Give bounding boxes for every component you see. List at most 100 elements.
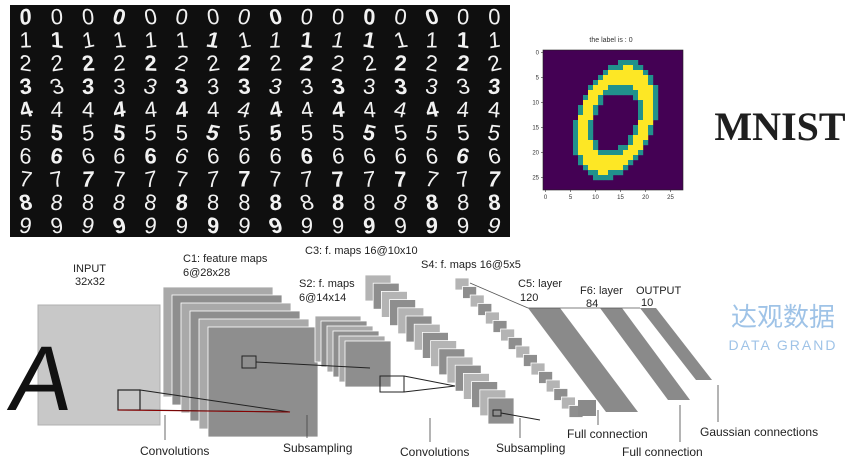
grid-digit: 4 xyxy=(206,97,220,122)
grid-digit: 8 xyxy=(111,190,128,216)
grid-digit: 8 xyxy=(17,189,35,215)
grid-digit: 6 xyxy=(361,143,378,169)
grid-digit: 4 xyxy=(331,96,347,122)
plot-pixel xyxy=(608,170,614,176)
plot-pixel xyxy=(603,85,609,91)
c1-label: C1: feature maps xyxy=(183,253,268,265)
op-full-connection-1: Full connection xyxy=(567,427,648,441)
grid-digit: 5 xyxy=(112,119,127,146)
plot-pixel xyxy=(588,125,594,131)
plot-pixel xyxy=(638,105,644,111)
s4-to-c5-link xyxy=(469,282,529,309)
grid-digit: 4 xyxy=(112,96,127,124)
plot-pixel xyxy=(638,140,644,146)
plot-pixel xyxy=(628,155,634,161)
plot-pixel xyxy=(598,85,604,91)
plot-pixel xyxy=(598,175,604,181)
grid-digit: 3 xyxy=(423,73,440,99)
plot-pixel xyxy=(578,120,584,126)
grid-digit: 5 xyxy=(269,119,282,147)
plot-pixel xyxy=(638,110,644,116)
lenet-diagram: A INPUT 32x32 C1: feature maps 6@28x28 xyxy=(4,245,818,459)
plot-pixel xyxy=(583,105,589,111)
plot-pixel xyxy=(618,145,624,151)
c5-label: C5: layer xyxy=(518,278,562,290)
plot-pixel xyxy=(648,110,654,116)
plot-pixel xyxy=(598,165,604,171)
grid-digit: 7 xyxy=(207,166,220,193)
plot-pixel xyxy=(613,170,619,176)
grid-digit: 2 xyxy=(19,50,32,77)
x-tick-label: 20 xyxy=(642,195,649,201)
grid-digit: 1 xyxy=(143,27,157,54)
plot-pixel xyxy=(593,140,599,146)
plot-pixel xyxy=(638,150,644,156)
plot-pixel xyxy=(628,150,634,156)
plot-pixel xyxy=(598,170,604,176)
plot-pixel xyxy=(588,115,594,121)
s2-feature-map-stack xyxy=(314,315,392,388)
grid-digit: 5 xyxy=(50,119,63,146)
plot-pixel xyxy=(603,155,609,161)
x-tick-label: 0 xyxy=(544,195,548,201)
plot-pixel xyxy=(633,95,639,101)
plot-pixel xyxy=(578,125,584,131)
grid-digit: 4 xyxy=(143,97,158,123)
grid-digit: 6 xyxy=(113,143,126,169)
plot-pixel xyxy=(648,100,654,106)
grid-digit: 7 xyxy=(113,166,126,192)
plot-pixel xyxy=(653,95,659,101)
plot-pixel xyxy=(578,160,584,166)
plot-pixel xyxy=(628,160,634,166)
grid-digit: 5 xyxy=(145,120,157,146)
grid-digit: 6 xyxy=(144,143,157,169)
grid-digit: 3 xyxy=(206,73,220,100)
grid-digit: 5 xyxy=(176,120,189,145)
s2-size-label: 6@14x14 xyxy=(299,292,346,304)
plot-pixel xyxy=(593,95,599,101)
plot-pixel xyxy=(623,70,629,76)
grid-digit: 6 xyxy=(19,142,33,169)
plot-pixel xyxy=(618,160,624,166)
y-tick-label: 15 xyxy=(532,126,539,132)
plot-pixel xyxy=(643,140,649,146)
grid-digit: 1 xyxy=(174,28,189,53)
plot-pixel xyxy=(588,140,594,146)
grid-digit: 4 xyxy=(175,96,189,123)
grid-digit: 3 xyxy=(298,73,315,100)
plot-pixel xyxy=(633,85,639,91)
plot-pixel xyxy=(578,130,584,136)
grid-digit: 9 xyxy=(362,212,377,239)
op-subsampling-2: Subsampling xyxy=(496,441,565,455)
plot-pixel xyxy=(638,130,644,136)
plot-pixel xyxy=(623,160,629,166)
grid-digit: 3 xyxy=(393,74,409,99)
grid-digit: 1 xyxy=(204,27,222,53)
plot-pixel xyxy=(628,75,634,81)
plot-pixel xyxy=(588,105,594,111)
grid-digit: 3 xyxy=(329,74,347,99)
s2-feature-map xyxy=(344,340,392,388)
grid-digit: 9 xyxy=(237,212,253,238)
grid-digit: 5 xyxy=(19,120,33,145)
plot-pixel xyxy=(608,70,614,76)
plot-pixel xyxy=(638,120,644,126)
plot-pixel xyxy=(598,160,604,166)
plot-pixel xyxy=(618,70,624,76)
plot-pixel xyxy=(608,150,614,156)
plot-pixel xyxy=(643,130,649,136)
grid-digit: 3 xyxy=(18,73,32,100)
plot-pixel xyxy=(613,80,619,86)
plot-pixel xyxy=(593,175,599,181)
plot-pixel xyxy=(583,150,589,156)
plot-pixel xyxy=(638,80,644,86)
grid-digit: 2 xyxy=(425,50,439,77)
plot-pixel xyxy=(643,135,649,141)
plot-pixel xyxy=(613,90,619,96)
grid-digit: 5 xyxy=(331,120,345,146)
plot-pixel xyxy=(608,155,614,161)
grid-digit: 2 xyxy=(393,50,407,75)
plot-pixel xyxy=(578,135,584,141)
plot-pixel xyxy=(573,145,579,151)
input-label: INPUT xyxy=(73,263,106,275)
